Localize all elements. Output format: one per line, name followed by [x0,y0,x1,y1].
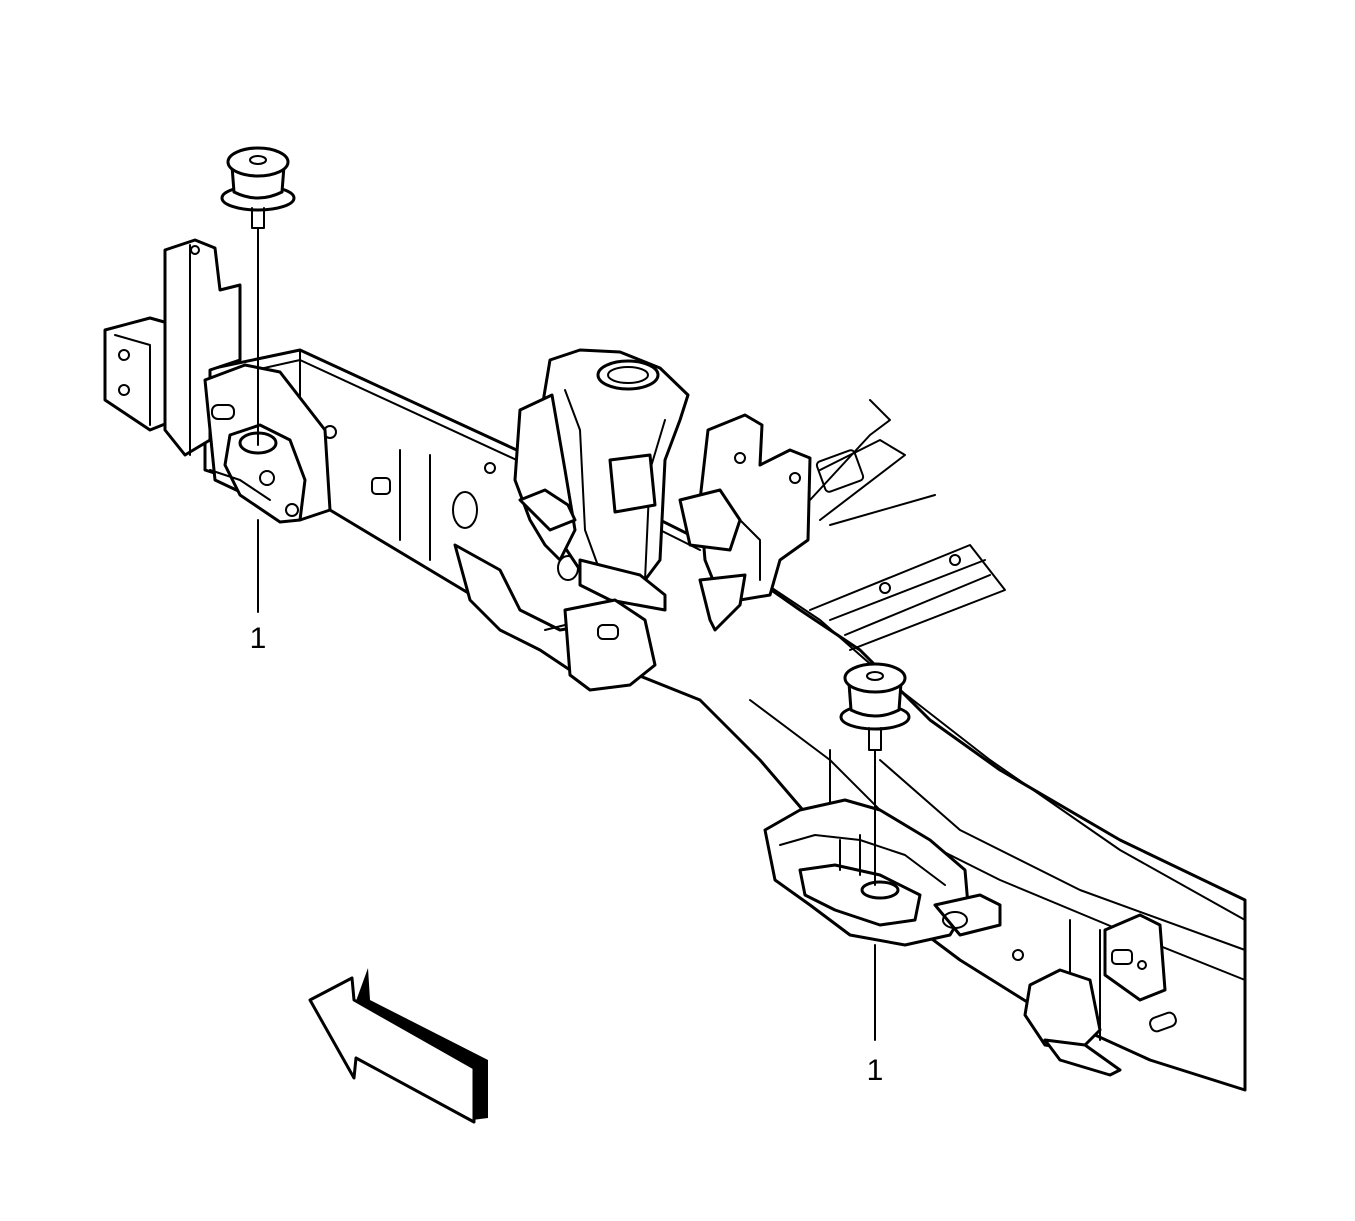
callout-label: 1 [250,622,267,655]
rear-bracket [678,413,812,632]
rear-lower-bracket [1023,913,1167,1077]
front-direction-arrow-icon [308,968,488,1124]
body-mount-bushing-icon [839,662,911,751]
callout-label: 1 [867,1054,884,1087]
body-mount-bushing-icon [220,146,296,229]
rear-mount-pad [763,798,1002,947]
spring-tower [453,348,690,692]
cross-rail [809,399,1006,651]
front-left-bracket [103,238,332,524]
